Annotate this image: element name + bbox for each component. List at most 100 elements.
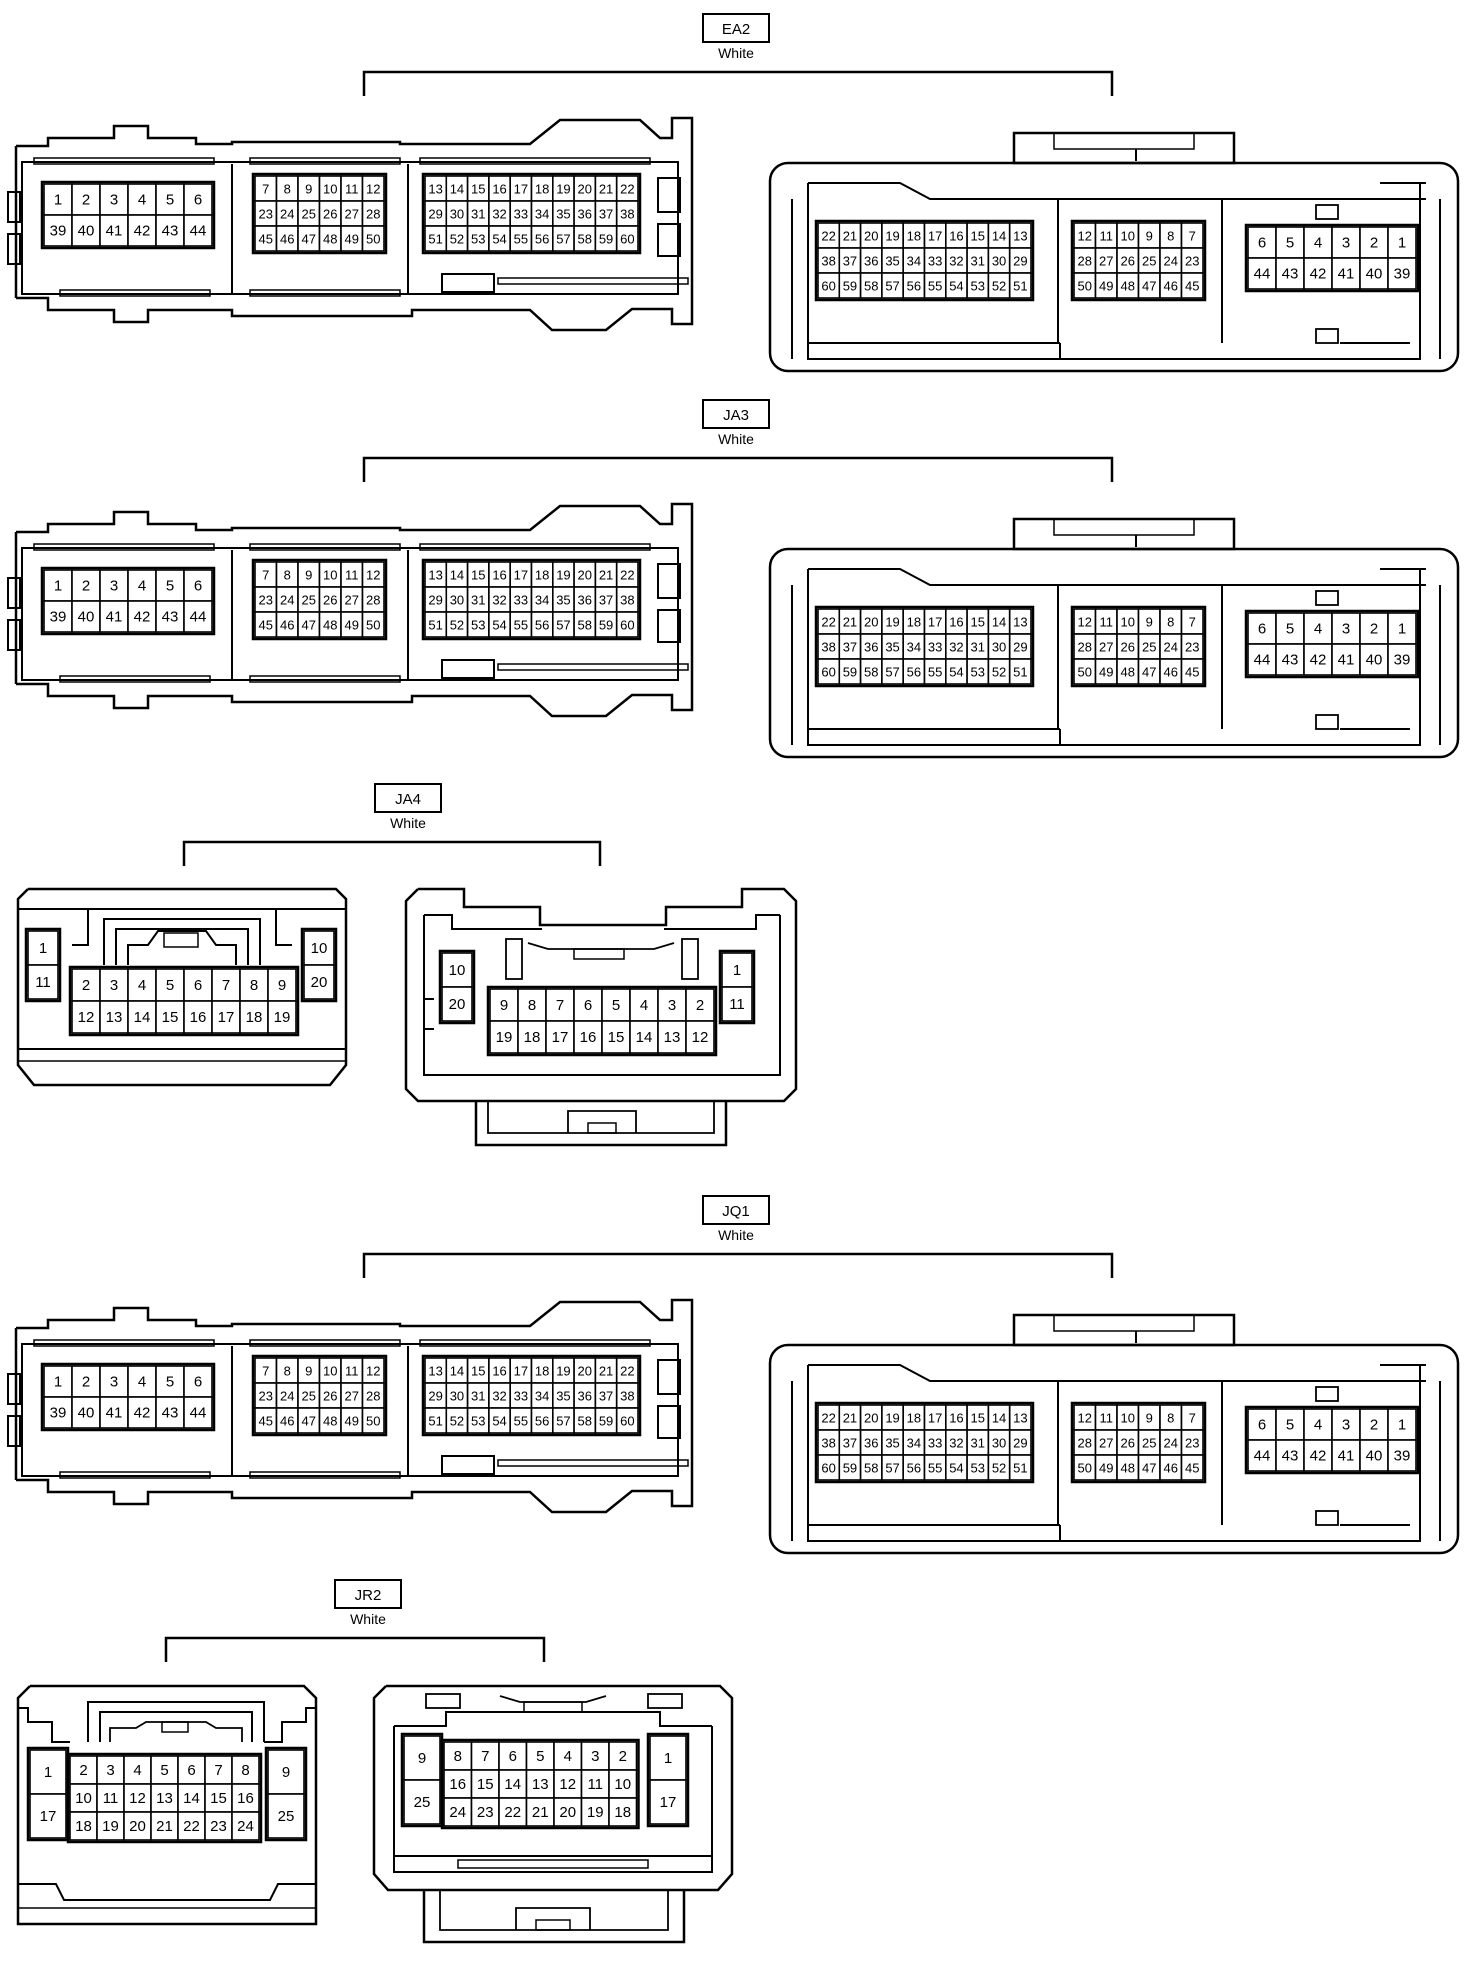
cavity-block bbox=[421, 1354, 642, 1437]
lock-tab bbox=[657, 1359, 681, 1395]
housing-outline bbox=[393, 1726, 713, 1873]
pin-number: 12 bbox=[366, 182, 380, 197]
rail bbox=[249, 1339, 401, 1347]
pin-number: 14 bbox=[992, 1411, 1006, 1426]
pin-number: 4 bbox=[1314, 1417, 1322, 1434]
pin-number: 54 bbox=[492, 618, 506, 633]
pin-number: 21 bbox=[599, 182, 613, 197]
pin-number: 2 bbox=[82, 1374, 90, 1391]
pin-number: 20 bbox=[311, 974, 328, 991]
pin-number: 17 bbox=[218, 1009, 235, 1026]
notch bbox=[7, 191, 21, 223]
pin-number: 20 bbox=[864, 615, 878, 630]
pin-number: 26 bbox=[323, 593, 337, 608]
pin-number: 51 bbox=[1013, 279, 1027, 294]
pin-number: 38 bbox=[620, 593, 634, 608]
key bbox=[1315, 590, 1339, 606]
pin-number: 59 bbox=[843, 279, 857, 294]
connector-color: White bbox=[718, 431, 754, 447]
pin-cell bbox=[1180, 1454, 1204, 1481]
pin-number: 29 bbox=[428, 1389, 442, 1404]
pin-cell bbox=[1008, 1454, 1032, 1481]
inner-lip bbox=[808, 568, 1426, 586]
pin-number: 18 bbox=[535, 182, 549, 197]
pin-cell bbox=[1247, 257, 1277, 290]
pin-number: 20 bbox=[449, 996, 466, 1013]
pin-number: 1 bbox=[54, 192, 62, 209]
pin-number: 1 bbox=[44, 1764, 52, 1781]
cavity-block bbox=[1070, 1401, 1207, 1484]
connector-id: EA2 bbox=[722, 21, 750, 38]
pin-number: 16 bbox=[492, 568, 506, 583]
pin-number: 20 bbox=[129, 1818, 146, 1835]
pin-cell bbox=[127, 600, 157, 633]
pin-number: 13 bbox=[1013, 1411, 1027, 1426]
pin-number: 19 bbox=[274, 1009, 291, 1026]
pin-number: 3 bbox=[1342, 1417, 1350, 1434]
pin-number: 24 bbox=[449, 1804, 466, 1821]
pin-number: 55 bbox=[928, 1461, 942, 1476]
pin-cell bbox=[1303, 226, 1333, 259]
pin-number: 19 bbox=[885, 1411, 899, 1426]
pin-number: 9 bbox=[1146, 1411, 1153, 1426]
connector-id-box bbox=[374, 783, 442, 813]
pin-number: 1 bbox=[664, 1750, 672, 1767]
cavity-block bbox=[40, 180, 216, 250]
pin-number: 16 bbox=[237, 1790, 254, 1807]
cavity-block bbox=[251, 1354, 388, 1437]
pin-cell bbox=[1180, 658, 1204, 685]
pin-cell bbox=[443, 1769, 473, 1799]
pin-number: 39 bbox=[1394, 652, 1411, 669]
pin-cell bbox=[1275, 257, 1305, 290]
pin-cell bbox=[183, 1365, 213, 1398]
pin-number: 5 bbox=[612, 997, 620, 1014]
pin-number: 18 bbox=[246, 1009, 263, 1026]
pin-cell bbox=[183, 1396, 213, 1429]
pin-number: 10 bbox=[323, 1364, 337, 1379]
housing-outline bbox=[127, 930, 237, 965]
pin-number: 11 bbox=[1100, 229, 1114, 244]
pin-number: 8 bbox=[1167, 615, 1174, 630]
pin-number: 52 bbox=[450, 232, 464, 247]
pin-number: 18 bbox=[614, 1804, 631, 1821]
pin-number: 5 bbox=[1286, 235, 1294, 252]
cavity-block bbox=[1244, 1405, 1420, 1475]
pin-cell bbox=[649, 1735, 687, 1781]
pin-number: 14 bbox=[636, 1029, 653, 1046]
pin-number: 9 bbox=[305, 1364, 312, 1379]
pin-number: 29 bbox=[1013, 254, 1027, 269]
pin-number: 4 bbox=[138, 1374, 146, 1391]
pin-number: 17 bbox=[514, 568, 528, 583]
pin-number: 14 bbox=[504, 1776, 521, 1793]
rail bbox=[249, 543, 401, 551]
pin-cell bbox=[403, 1779, 441, 1825]
pin-number: 9 bbox=[1146, 615, 1153, 630]
pin-number: 13 bbox=[428, 182, 442, 197]
cavity-block bbox=[718, 949, 756, 1025]
pin-number: 3 bbox=[110, 1374, 118, 1391]
pin-number: 11 bbox=[103, 1790, 119, 1807]
pin-number: 13 bbox=[532, 1776, 549, 1793]
pin-number: 23 bbox=[259, 1389, 273, 1404]
pin-number: 7 bbox=[262, 568, 269, 583]
pin-number: 15 bbox=[971, 1411, 985, 1426]
pin-cell bbox=[29, 1793, 67, 1839]
pin-cell bbox=[443, 1741, 473, 1771]
pin-number: 60 bbox=[821, 1461, 835, 1476]
pin-number: 34 bbox=[535, 207, 549, 222]
pin-number: 57 bbox=[556, 1414, 570, 1429]
key bbox=[1315, 1386, 1339, 1402]
pin-number: 48 bbox=[323, 618, 337, 633]
pin-number: 17 bbox=[40, 1808, 57, 1825]
latch-top bbox=[1012, 131, 1236, 165]
pin-number: 55 bbox=[928, 279, 942, 294]
pin-number: 44 bbox=[190, 1405, 207, 1422]
pin-number: 32 bbox=[949, 1436, 963, 1451]
pin-cell bbox=[443, 1797, 473, 1827]
pin-number: 8 bbox=[528, 997, 536, 1014]
pin-number: 10 bbox=[323, 182, 337, 197]
latch-top bbox=[1012, 1313, 1236, 1347]
lock-tab bbox=[657, 609, 681, 643]
